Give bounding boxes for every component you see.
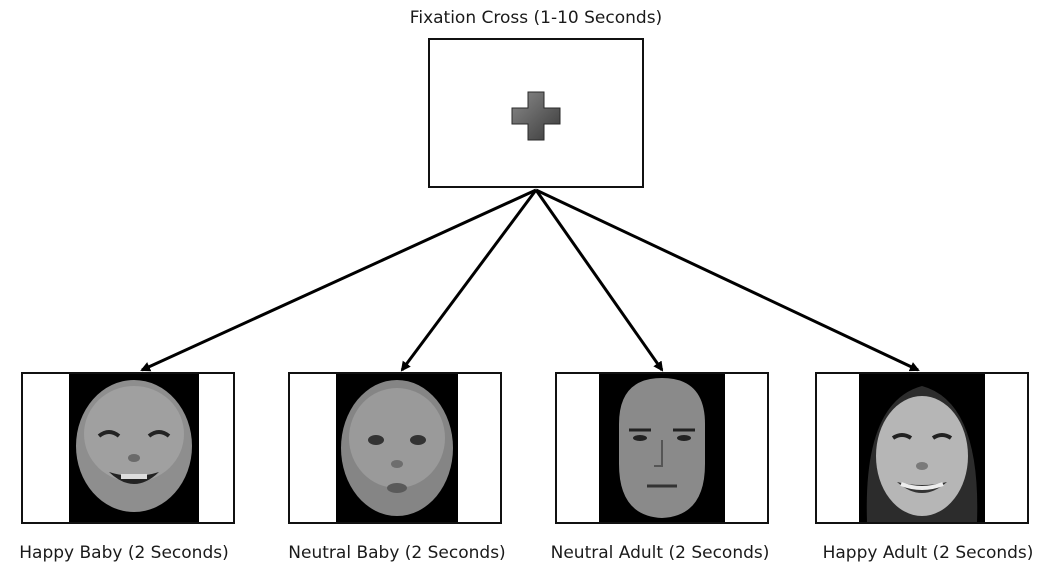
plus-cross-icon: [511, 91, 561, 141]
caption-neutral-baby: Neutral Baby (2 Seconds): [288, 543, 506, 563]
happy-adult-face: [859, 374, 985, 522]
arrow-to-neutral-adult: [534, 189, 664, 372]
stimulus-neutral-adult: [555, 372, 769, 524]
caption-happy-baby: Happy Baby (2 Seconds): [19, 543, 229, 563]
fixation-screen: [428, 38, 644, 188]
stimulus-neutral-baby: [288, 372, 502, 524]
stimulus-happy-adult: [815, 372, 1029, 524]
stimulus-happy-baby: [21, 372, 235, 524]
caption-happy-adult: Happy Adult (2 Seconds): [822, 543, 1034, 563]
arrow-to-happy-baby: [140, 188, 537, 372]
neutral-baby-face: [336, 374, 458, 522]
arrow-to-neutral-baby: [400, 189, 538, 372]
fixation-title: Fixation Cross (1-10 Seconds): [409, 8, 663, 28]
caption-neutral-adult: Neutral Adult (2 Seconds): [550, 543, 770, 563]
happy-baby-face: [69, 374, 199, 522]
arrow-to-happy-adult: [535, 188, 920, 372]
neutral-adult-face: [599, 374, 725, 522]
